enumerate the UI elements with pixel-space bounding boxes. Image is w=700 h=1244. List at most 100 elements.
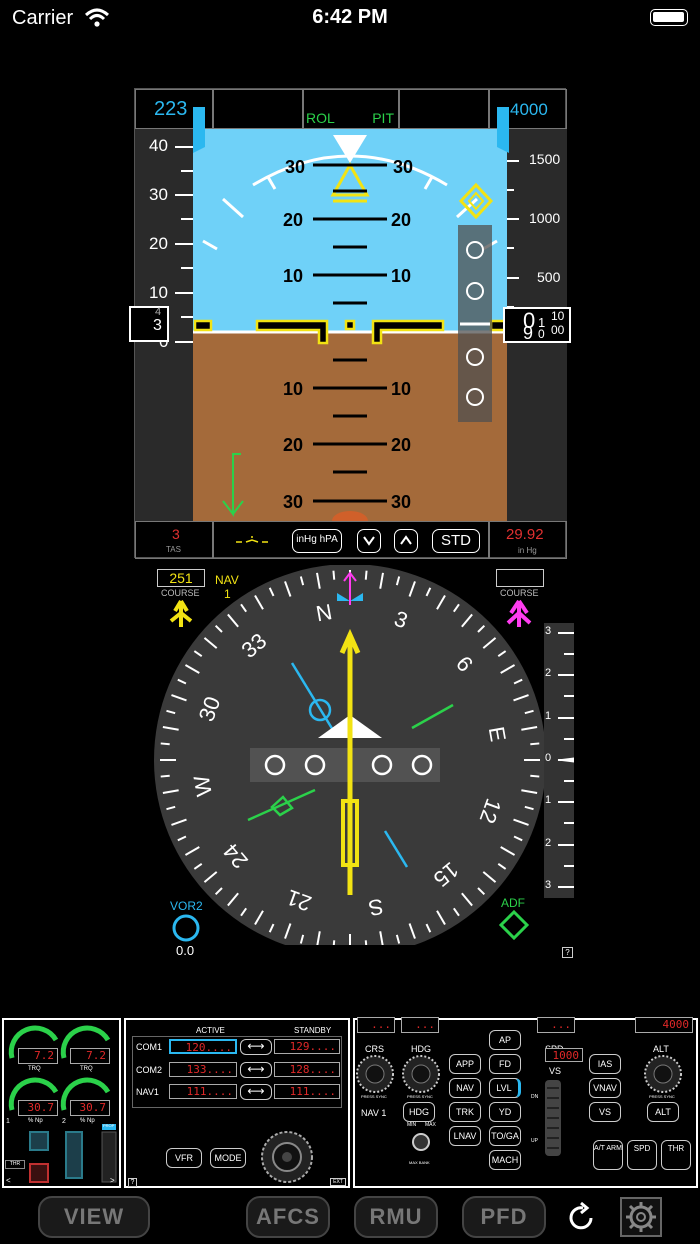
- compass-tick: [254, 910, 264, 926]
- spd-button[interactable]: SPD: [627, 1140, 657, 1170]
- trq-right-label: TRQ: [80, 1066, 93, 1072]
- compass-tick: [530, 774, 540, 778]
- nav1-standby[interactable]: 111....: [274, 1084, 340, 1099]
- compass-tick: [500, 664, 516, 674]
- glideslope-scale: [458, 225, 492, 422]
- compass-tick: [497, 650, 507, 658]
- com2-standby[interactable]: 128....: [274, 1062, 340, 1077]
- hsi-help-button[interactable]: ?: [562, 947, 573, 958]
- up-label: UP: [531, 1138, 538, 1144]
- compass-tick: [316, 572, 321, 589]
- status-bar: Carrier 6:42 PM: [0, 0, 700, 36]
- alt-bug-box[interactable]: 4000: [489, 89, 567, 129]
- trk-button[interactable]: TRK: [449, 1102, 481, 1122]
- prop-label: PROP: [103, 1123, 115, 1128]
- compass-label: E: [484, 725, 511, 744]
- course-value-box[interactable]: 251: [157, 569, 205, 587]
- tuning-knob[interactable]: [260, 1130, 314, 1184]
- fma-box-1: [213, 89, 303, 129]
- ap-button[interactable]: AP: [489, 1030, 521, 1050]
- toga-button[interactable]: TO/GA: [489, 1126, 521, 1146]
- com1-swap-button[interactable]: ⟷: [240, 1039, 272, 1055]
- nav1-active[interactable]: 111....: [169, 1084, 237, 1099]
- hdg-button[interactable]: HDG: [403, 1102, 435, 1122]
- mode-button[interactable]: MODE: [210, 1148, 246, 1168]
- com2-swap-button[interactable]: ⟷: [240, 1062, 272, 1078]
- nav1-swap-button[interactable]: ⟷: [240, 1084, 272, 1100]
- bearing-pointer-icon: [506, 599, 532, 627]
- adf-label: ADF: [501, 896, 525, 910]
- tab-pfd[interactable]: PFD: [462, 1196, 546, 1238]
- tab-rmu[interactable]: RMU: [354, 1196, 438, 1238]
- tab-view[interactable]: VIEW: [38, 1196, 150, 1238]
- alt-bug-value: 4000: [510, 100, 548, 119]
- chevron-up-icon: [400, 535, 412, 545]
- course-right-box[interactable]: [496, 569, 544, 587]
- baro-unit-button[interactable]: inHg hPA: [292, 529, 342, 553]
- settings-button[interactable]: [620, 1197, 662, 1237]
- thr-label: THR: [5, 1160, 25, 1169]
- vor2-label: VOR2: [170, 899, 203, 913]
- eng2-label: 2: [62, 1118, 66, 1125]
- alt-led: 4000: [635, 1017, 693, 1033]
- vnav-button[interactable]: VNAV: [589, 1078, 621, 1098]
- bank-knob[interactable]: [411, 1132, 431, 1152]
- refresh-icon[interactable]: [563, 1200, 599, 1236]
- compass-tick: [364, 570, 368, 580]
- compass-tick: [395, 934, 401, 944]
- alt-button[interactable]: ALT: [647, 1102, 679, 1122]
- vs-button[interactable]: VS: [589, 1102, 621, 1122]
- alt-tick-1500: 1500: [529, 151, 561, 167]
- com2-active[interactable]: 133....: [169, 1062, 237, 1077]
- compass-tick: [284, 581, 292, 597]
- crs-knob[interactable]: [355, 1054, 395, 1094]
- tab-afcs[interactable]: AFCS: [246, 1196, 330, 1238]
- std-button[interactable]: STD: [432, 529, 480, 553]
- compass-tick: [160, 742, 170, 746]
- next-icon[interactable]: >: [110, 1176, 115, 1185]
- mach-button[interactable]: MACH: [489, 1150, 521, 1170]
- compass-label: W: [189, 773, 217, 798]
- ias-button[interactable]: IAS: [589, 1054, 621, 1074]
- trq-right-value: 7.2: [70, 1048, 110, 1064]
- tas-label: TAS: [166, 545, 181, 554]
- np-right-label: % Np: [80, 1118, 95, 1124]
- baro-up-button[interactable]: [394, 529, 418, 553]
- airspeed-bug-box[interactable]: 223: [135, 89, 213, 129]
- course-pointer-icon: [169, 599, 193, 627]
- fma-pit: PIT: [372, 110, 394, 126]
- thr-button[interactable]: THR: [661, 1140, 691, 1170]
- nav1-label: NAV1: [136, 1087, 159, 1097]
- standby-label: STANDBY: [294, 1026, 332, 1035]
- compass-tick: [461, 892, 473, 907]
- clock: 6:42 PM: [312, 6, 388, 28]
- hdg-knob[interactable]: [401, 1054, 441, 1094]
- baro-down-button[interactable]: [357, 529, 381, 553]
- at-arm-button[interactable]: A/T ARM: [593, 1140, 623, 1170]
- nav-button[interactable]: NAV: [449, 1078, 481, 1098]
- com1-standby[interactable]: 129....: [274, 1039, 340, 1054]
- alt-knob[interactable]: [643, 1054, 683, 1094]
- vfr-button[interactable]: VFR: [166, 1148, 202, 1168]
- compass-tick: [482, 871, 497, 883]
- lvl-button[interactable]: LVL: [489, 1078, 521, 1098]
- yd-button[interactable]: YD: [489, 1102, 521, 1122]
- compass-tick: [500, 846, 516, 856]
- compass-tick: [171, 818, 187, 826]
- speed-tick-30: 30: [149, 185, 168, 204]
- com1-active[interactable]: 120....: [169, 1039, 237, 1054]
- lnav-button[interactable]: LNAV: [449, 1126, 481, 1146]
- engine-panel[interactable]: 7.2 7.2 TRQ TRQ 30.7 30.7 1 % Np 2 % Np …: [2, 1018, 121, 1188]
- fd-button[interactable]: FD: [489, 1054, 521, 1074]
- radio-help-button[interactable]: ?: [128, 1178, 137, 1187]
- vs-wheel[interactable]: [545, 1080, 561, 1156]
- radio-list: [132, 1036, 342, 1108]
- tas-value: 3: [172, 526, 180, 542]
- ext-button[interactable]: EXT: [330, 1178, 346, 1186]
- chevron-down-icon: [363, 536, 375, 546]
- app-button[interactable]: APP: [449, 1054, 481, 1074]
- afcs-panel: ... ... ... 4000 CRS HDG SPD ALT PRESS S…: [353, 1017, 698, 1188]
- com1-label: COM1: [136, 1042, 163, 1052]
- prev-icon[interactable]: <: [6, 1176, 11, 1185]
